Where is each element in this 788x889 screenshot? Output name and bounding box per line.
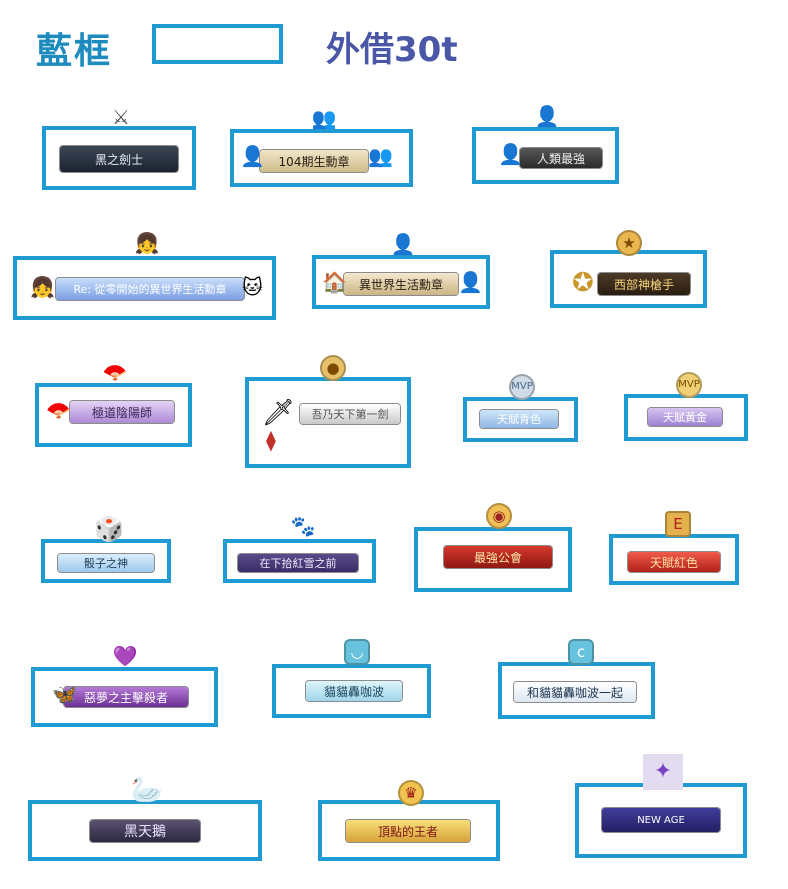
characters-right-icon: 👥 (368, 144, 393, 168)
characters-portrait-icon: 👥 (311, 106, 337, 130)
legend-label: 藍框 (36, 31, 113, 72)
medal-label: 104期生勳章 (278, 154, 350, 169)
medal-peak-king[interactable]: 頂點的王者 (346, 820, 470, 842)
medal-gift-gold[interactable]: 天賦黃金 (648, 408, 722, 426)
black-swan-icon: 🦢 (130, 775, 164, 805)
butterfly-icon: 🦋 (52, 682, 77, 706)
gold-medal-icon: MVP (676, 372, 702, 398)
medal-label: 天賦黃金 (663, 411, 707, 424)
character-left-icon: 👤 (498, 142, 523, 166)
medal-label: 和貓貓轟咖波一起 (526, 685, 623, 700)
medal-label: 黑天鵝 (124, 824, 166, 840)
gold-medal-icon: ◉ (486, 503, 512, 529)
medal-first-sword[interactable]: 吾乃天下第一劍 (300, 404, 400, 424)
medal-strongest-guild[interactable]: 最強公會 (444, 546, 552, 568)
medal-label: 天賦青色 (497, 413, 541, 426)
fan-icon: 🪭 (102, 360, 128, 384)
crest-icon: E (662, 508, 694, 540)
crown-medal-icon: ♛ (392, 776, 430, 810)
medal-label: 最強公會 (473, 550, 522, 565)
medal-label: NEW AGE (637, 814, 685, 826)
medal-label: 極道陰陽師 (91, 405, 152, 420)
red-crest-icon: E (665, 511, 691, 537)
character-portrait-icon: 👤 (390, 232, 416, 256)
medal-label: 頂點的王者 (377, 824, 438, 839)
medal-label: Re: 從零開始的異世界生活勳章 (73, 283, 227, 296)
character-right-icon: 👤 (458, 270, 483, 294)
gold-crown-medal-icon: ♛ (398, 780, 424, 806)
medal-dice-god[interactable]: 骰子之神 (58, 554, 154, 572)
medal-with-kupo[interactable]: 和貓貓轟咖波一起 (514, 682, 636, 702)
medal-new-age[interactable]: NEW AGE (602, 808, 720, 832)
dice-icon: 🎲 (94, 515, 124, 543)
tassel-icon: ⧫ (266, 428, 276, 452)
bug-cat-icon: ◡ (342, 636, 372, 668)
medal-western-gunslinger[interactable]: 西部神槍手 (598, 273, 690, 295)
medal-onmyoji[interactable]: 極道陰陽師 (70, 401, 174, 423)
medal-label: 異世界生活勳章 (358, 277, 443, 292)
medal-label: 人類最強 (536, 151, 585, 166)
shop-stall-icon: 🏠 (322, 270, 347, 294)
medal-label: 天賦紅色 (649, 555, 698, 570)
medal-black-swan[interactable]: 黑天鵝 (90, 820, 200, 842)
medal-isekai-life[interactable]: 異世界生活勳章 (344, 273, 458, 295)
gold-medal-icon: ★ (616, 230, 642, 256)
medal-red-snow[interactable]: 在下拾紅雪之前 (238, 554, 358, 572)
medal-label: 貓貓轟咖波 (323, 684, 384, 699)
purple-star-icon: ✦ (643, 754, 683, 790)
silver-medal-icon: MVP (509, 374, 535, 400)
blue-bug-cat-icon: c (568, 639, 594, 665)
pink-creature-icon: 🐾 (290, 514, 316, 538)
medal-kupo[interactable]: 貓貓轟咖波 (306, 681, 402, 701)
katana-hilt-icon: 🗡 (262, 398, 296, 428)
mvp-medal-icon: MVP (506, 371, 538, 403)
medal-label: 西部神槍手 (613, 277, 674, 292)
mvp-medal-icon: MVP (673, 369, 705, 401)
medal-rezero[interactable]: Re: 從零開始的異世界生活勳章 (56, 278, 244, 300)
medal-gift-red[interactable]: 天賦紅色 (628, 552, 720, 572)
legend-blue-frame-sample (152, 24, 283, 64)
sheriff-star-icon: ✪ (572, 268, 594, 298)
medal-label: 骰子之神 (84, 557, 128, 570)
medal-label: 吾乃天下第一劍 (311, 408, 389, 421)
legend-note: 外借30t (326, 30, 458, 70)
medal-label: 惡夢之主擊殺者 (83, 690, 168, 705)
character-portrait-icon: 👧 (134, 231, 160, 255)
medal-label: 黑之劍士 (94, 152, 143, 167)
crossed-swords-icon: ⚔ (112, 105, 130, 129)
medal-humanity-strongest[interactable]: 人類最強 (520, 148, 602, 168)
medal-104th-corps[interactable]: 104期生勳章 (260, 150, 368, 172)
fan-icon: 🪭 (46, 398, 71, 422)
character-portrait-icon: 👤 (534, 104, 560, 128)
character-left-icon: 👤 (240, 144, 265, 168)
bug-cat-icon: c (566, 636, 596, 668)
medal-black-swordsman[interactable]: 黑之劍士 (60, 146, 178, 172)
medal-disc-icon: ★ (612, 226, 646, 260)
cat-icon: 🐱 (242, 275, 263, 299)
blue-bug-cat-icon: ◡ (344, 639, 370, 665)
medal-label: 在下拾紅雪之前 (259, 557, 337, 570)
medal-nightmare-killer[interactable]: 惡夢之主擊殺者 (64, 687, 188, 707)
character-left-icon: 👧 (30, 275, 55, 299)
medal-disc-icon: ● (316, 350, 350, 386)
medal-disc-icon: ◉ (482, 500, 516, 532)
medal-gift-blue[interactable]: 天賦青色 (480, 410, 558, 428)
butterfly-heart-icon: 💜 (112, 644, 138, 668)
gold-medal-icon: ● (320, 355, 346, 381)
